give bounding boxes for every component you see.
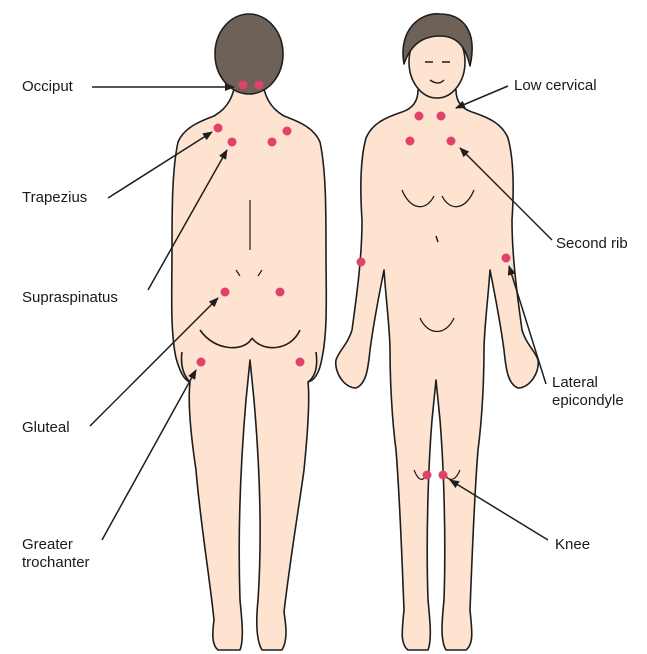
tender-point-trochanter-left bbox=[197, 358, 206, 367]
tender-point-knee-right bbox=[439, 471, 448, 480]
back-view-figure bbox=[172, 14, 327, 650]
tender-point-epicondyle-left bbox=[357, 258, 366, 267]
label-lateral-epicondyle-line2: epicondyle bbox=[552, 392, 624, 410]
label-greater-trochanter-line2: trochanter bbox=[22, 554, 90, 572]
label-low-cervical: Low cervical bbox=[514, 77, 597, 95]
tender-point-supraspinatus-right bbox=[268, 138, 277, 147]
label-occiput: Occiput bbox=[22, 78, 73, 96]
tender-point-trochanter-right bbox=[296, 358, 305, 367]
tender-point-supraspinatus-left bbox=[228, 138, 237, 147]
tender-point-occiput-left bbox=[239, 81, 248, 90]
label-supraspinatus: Supraspinatus bbox=[22, 289, 118, 307]
tender-point-trapezius-left bbox=[214, 124, 223, 133]
front-view-figure bbox=[336, 14, 539, 650]
front-body-outline bbox=[336, 90, 539, 650]
tender-point-gluteal-left bbox=[221, 288, 230, 297]
arrow-low-cervical bbox=[456, 86, 508, 108]
tender-point-epicondyle-right bbox=[502, 254, 511, 263]
label-knee: Knee bbox=[555, 536, 590, 554]
label-lateral-epicondyle-line1: Lateral bbox=[552, 374, 624, 392]
label-second-rib: Second rib bbox=[556, 235, 628, 253]
label-lateral-epicondyle: Lateral epicondyle bbox=[552, 374, 624, 410]
label-greater-trochanter: Greater trochanter bbox=[22, 536, 90, 572]
back-head bbox=[215, 14, 283, 94]
tender-point-low-cervical-right bbox=[437, 112, 446, 121]
tender-point-second-rib-right bbox=[447, 137, 456, 146]
arrow-greater-trochanter bbox=[102, 370, 196, 540]
label-trapezius: Trapezius bbox=[22, 189, 87, 207]
tender-point-trapezius-right bbox=[283, 127, 292, 136]
tender-point-knee-left bbox=[423, 471, 432, 480]
tender-point-gluteal-right bbox=[276, 288, 285, 297]
tender-point-low-cervical-left bbox=[415, 112, 424, 121]
tender-point-second-rib-left bbox=[406, 137, 415, 146]
tender-point-occiput-right bbox=[255, 81, 264, 90]
label-gluteal: Gluteal bbox=[22, 419, 70, 437]
label-greater-trochanter-line1: Greater bbox=[22, 536, 90, 554]
